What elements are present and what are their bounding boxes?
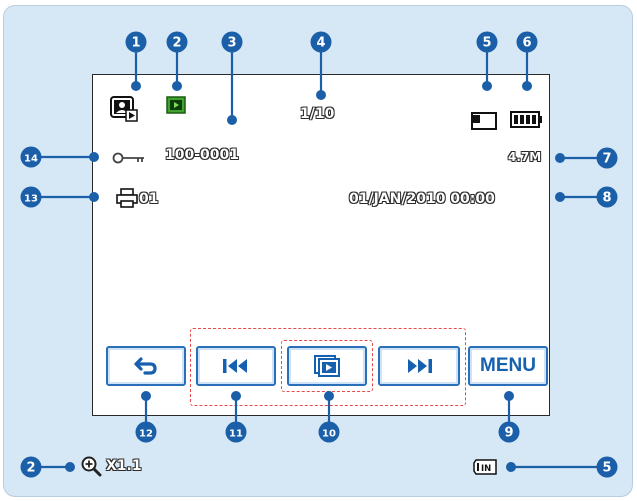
- file-counter: 1/10: [300, 106, 335, 122]
- key-protect-icon: [112, 150, 146, 169]
- battery-icon: [510, 109, 542, 133]
- zoom-icon: [80, 455, 102, 481]
- previous-icon: [223, 359, 247, 373]
- back-button[interactable]: [106, 346, 186, 386]
- play-mode-icon: [166, 96, 186, 118]
- photo-mode-icon: [110, 96, 138, 126]
- svg-text:IN: IN: [481, 464, 491, 474]
- slideshow-icon: [314, 355, 340, 377]
- print-count: 01: [139, 191, 159, 207]
- internal-memory-icon: IN: [473, 459, 497, 479]
- print-icon: [116, 188, 138, 212]
- zoom-level: X1.1: [106, 458, 142, 474]
- previous-button[interactable]: [196, 346, 276, 386]
- back-icon: [134, 357, 157, 375]
- next-button[interactable]: [378, 346, 460, 386]
- menu-button[interactable]: MENU: [468, 346, 548, 386]
- card-icon: [470, 112, 498, 134]
- date-time: 01/JAN/2010 00:00: [349, 191, 495, 207]
- next-icon: [408, 359, 432, 373]
- menu-label: MENU: [480, 355, 536, 376]
- resolution: 4.7M: [508, 150, 542, 164]
- slideshow-button[interactable]: [287, 346, 367, 386]
- file-number: 100-0001: [165, 147, 239, 163]
